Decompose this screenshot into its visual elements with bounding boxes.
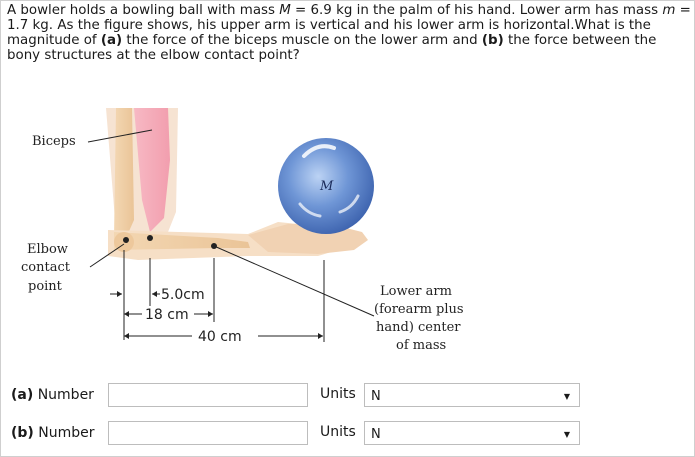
dim-mid-arrowhead xyxy=(208,311,213,317)
dim-large-arrowhead xyxy=(318,333,323,339)
answer-b-label: (b) Number xyxy=(11,425,95,441)
mass-m-symbol: m xyxy=(662,3,676,18)
ball-mass-label: M xyxy=(319,179,334,194)
answer-a-label: (a) Number xyxy=(11,387,94,403)
dim-small-arrowhead xyxy=(117,291,122,297)
answer-b-units-select[interactable]: N ▼ xyxy=(364,421,580,445)
ball-highlight xyxy=(298,202,322,218)
humerus-bone xyxy=(114,108,134,238)
lower-arm-label-line3: hand) center xyxy=(376,320,461,335)
question-text: A bowler holds a bowling ball with mass … xyxy=(7,3,691,63)
answer-b-units-label: Units xyxy=(320,424,356,440)
elbow-label-line3: point xyxy=(28,279,63,294)
com-leader xyxy=(213,245,375,317)
bowling-ball xyxy=(278,138,374,234)
answer-b-number-input[interactable] xyxy=(108,421,308,445)
part-b-tag: (b) xyxy=(481,33,504,48)
answer-a-units-select[interactable]: N ▼ xyxy=(364,383,580,407)
dropdown-caret-icon: ▼ xyxy=(563,392,570,401)
dim-small-arrowhead xyxy=(152,291,157,297)
biceps-label: Biceps xyxy=(32,134,76,149)
biceps-leader xyxy=(87,129,153,143)
elbow-leader xyxy=(89,243,125,268)
arm-figure: M Biceps Elbow contact point 5.0cm 18 cm… xyxy=(18,100,498,362)
lower-arm-label-line1: Lower arm xyxy=(380,284,452,299)
elbow-label-line1: Elbow xyxy=(27,242,68,257)
answer-a-units-value: N xyxy=(371,389,381,404)
biceps-muscle xyxy=(134,108,170,232)
dropdown-caret-icon: ▼ xyxy=(563,430,570,439)
dim-mid-arrowhead xyxy=(124,311,129,317)
dim-small-label: 5.0cm xyxy=(161,287,205,303)
biceps-insertion-dot xyxy=(147,235,153,241)
answer-b-units-value: N xyxy=(371,427,381,442)
lower-arm-label-line2: (forearm plus xyxy=(374,302,464,317)
lower-arm-label-line4: of mass xyxy=(396,338,446,353)
ball-highlight xyxy=(302,144,336,158)
answer-row-a: (a) Number Units N ▼ xyxy=(0,383,695,409)
mass-M-symbol: M xyxy=(279,3,291,18)
part-a-tag: (a) xyxy=(100,33,123,48)
ball-highlight xyxy=(338,194,360,214)
answer-row-b: (b) Number Units N ▼ xyxy=(0,421,695,447)
elbow-label-line2: contact xyxy=(21,260,71,275)
answer-a-units-label: Units xyxy=(320,386,356,402)
dim-large-label: 40 cm xyxy=(198,329,242,345)
arm-diagram: M Biceps Elbow contact point 5.0cm 18 cm… xyxy=(21,108,464,353)
dim-mid-label: 18 cm xyxy=(145,307,189,323)
dim-large-arrowhead xyxy=(124,333,129,339)
elbow-contact-dot xyxy=(123,237,129,243)
answer-a-number-input[interactable] xyxy=(108,383,308,407)
